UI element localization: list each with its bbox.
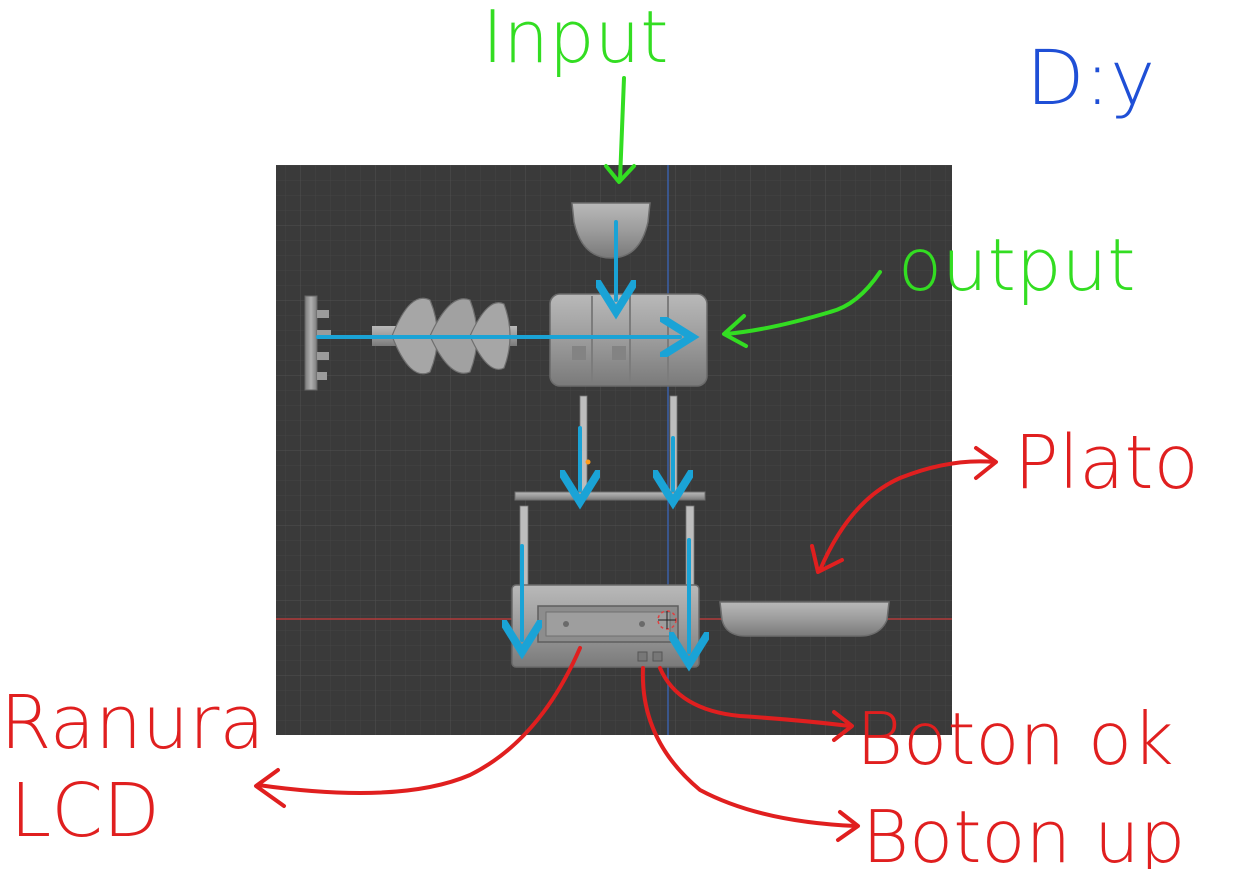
boton-ok-arrow: [658, 666, 852, 728]
plate-dish-part: [719, 601, 890, 637]
boton-ok-label: Boton ok: [856, 697, 1174, 781]
output-arrow: [724, 270, 882, 336]
ranura-lcd-arrow: [256, 646, 582, 795]
plate-bar-part: [514, 491, 706, 501]
lcd-label: LCD: [10, 768, 160, 854]
button-up-hole: [637, 651, 648, 662]
plato-arrow: [818, 459, 997, 572]
input-label: Input: [482, 0, 668, 79]
input-arrow: [618, 76, 626, 182]
ranura-label: Ranura: [0, 680, 265, 766]
auger-screw-part: [372, 297, 517, 375]
plato-label: Plato: [1014, 420, 1199, 506]
hopper-part: [571, 202, 651, 259]
end-cap-part: [304, 295, 331, 391]
flow-arrows: [316, 220, 689, 652]
corner-note: D:y: [1026, 33, 1155, 122]
annotation-arrows: [254, 76, 998, 842]
base-box-part: [511, 584, 700, 668]
boton-up-arrow: [640, 666, 858, 828]
output-label: output: [898, 223, 1135, 307]
barrel-housing-part: [549, 293, 708, 387]
button-ok-hole: [652, 651, 663, 662]
boton-up-label: Boton up: [862, 795, 1185, 869]
